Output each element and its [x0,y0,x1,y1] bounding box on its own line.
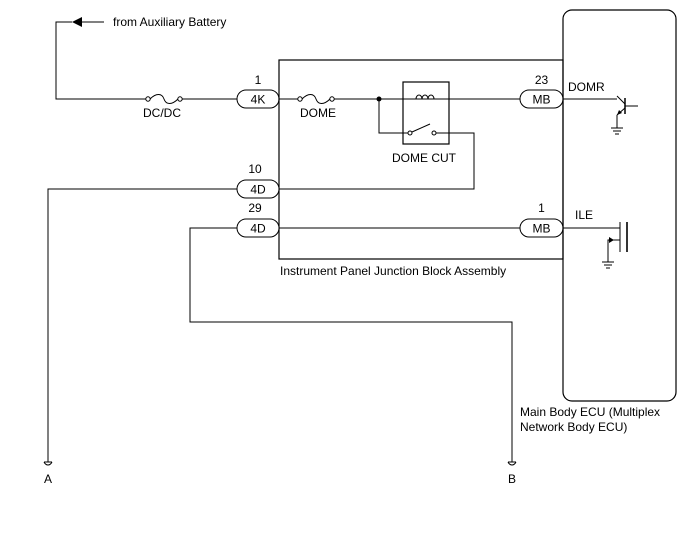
auxiliary-battery-feed: from Auxiliary Battery [55,15,226,100]
ile-mosfet-icon [563,222,628,269]
endpoint-a-label: A [44,472,52,486]
relay-coil-icon [415,94,435,100]
connector-4d-29-pin: 29 [248,201,262,215]
ecu-label-line1: Main Body ECU (Multiplex [520,405,660,419]
relay-switch-icon [411,123,431,133]
connector-mb-23-label: MB [533,93,551,107]
fuse-dcdc: DC/DC [143,94,183,120]
source-arrow-icon [72,17,82,27]
dome-cut-relay: DOME CUT [279,81,475,190]
connector-mb-pin-23: MB 23 [519,73,564,109]
connector-4k-pin: 1 [255,73,262,87]
connector-mb-pin-1: MB 1 [519,201,564,238]
connector-4d-29-label: 4D [250,222,266,236]
fuse-dcdc-label: DC/DC [143,106,181,120]
endpoint-b: B [507,461,517,486]
connector-mb-1-label: MB [533,222,551,236]
relay-switch-contact [407,130,413,136]
connector-mb-1-pin: 1 [538,201,545,215]
junction-block-label: Instrument Panel Junction Block Assembly [280,264,506,278]
signal-domr-label: DOMR [568,80,605,94]
endpoint-b-label: B [508,472,516,486]
ecu-label-line2: Network Body ECU) [520,420,627,434]
connector-4d-pin-29: 4D 29 [236,201,280,238]
fuse-dome-label: DOME [300,106,336,120]
relay-label: DOME CUT [392,151,457,165]
connector-4d-10-label: 4D [250,183,266,197]
source-label: from Auxiliary Battery [113,15,226,29]
fuse-dome: DOME [297,94,336,120]
connector-4k-label: 4K [251,93,266,107]
connector-4k-pin-1: 4K 1 [236,73,280,109]
domr-transistor-icon [563,95,638,135]
connector-mb-23-pin: 23 [535,73,549,87]
signal-ile-label: ILE [575,208,593,222]
main-body-ecu-box [562,9,677,402]
connector-4d-pin-10: 4D 10 [236,162,280,199]
connector-4d-10-pin: 10 [248,162,262,176]
endpoint-a: A [43,461,53,486]
